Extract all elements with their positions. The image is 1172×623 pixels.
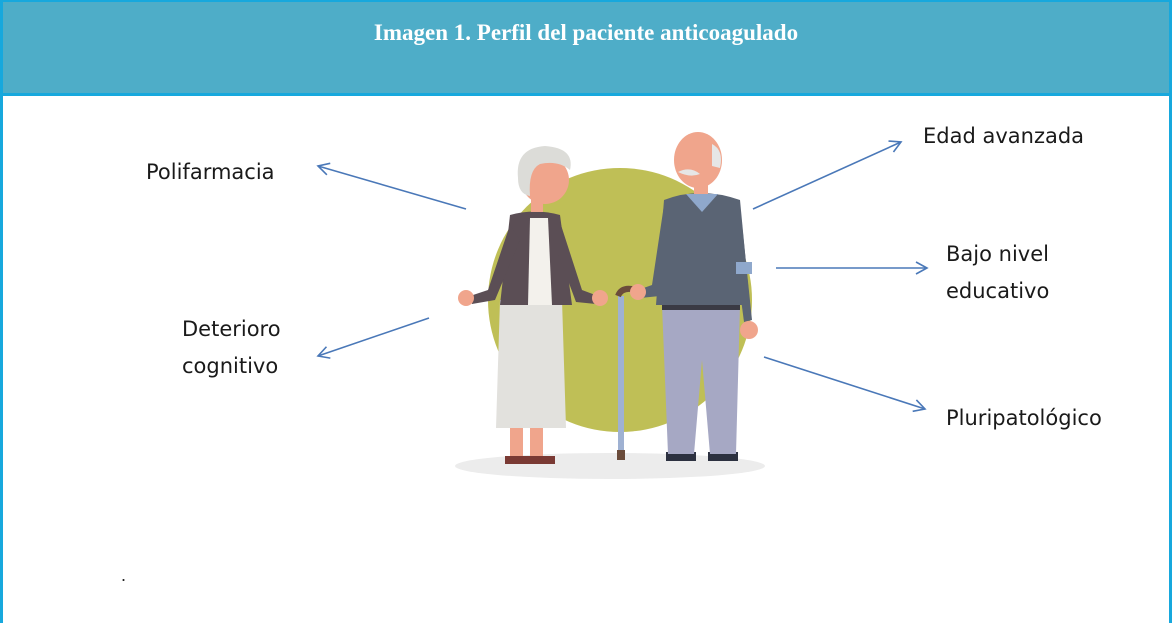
figure-header: Imagen 1. Perfil del paciente anticoagul…	[3, 2, 1169, 96]
footnote-dot: .	[121, 565, 127, 585]
woman-figure	[458, 146, 608, 464]
label-polifarmacia: Polifarmacia	[146, 160, 275, 184]
label-deterioro-line2: cognitivo	[182, 354, 279, 378]
figure-title: Imagen 1. Perfil del paciente anticoagul…	[373, 20, 799, 45]
label-bajo-line2: educativo	[946, 279, 1050, 303]
label-pluripatologico: Pluripatológico	[946, 406, 1102, 430]
arrow-polifarmacia	[316, 162, 467, 210]
arrow-edad-avanzada	[752, 140, 903, 210]
elderly-couple-illustration	[455, 132, 765, 479]
arrows	[316, 140, 929, 413]
label-bajo-nivel-educativo: Bajo nivel educativo	[946, 236, 1049, 310]
label-bajo-line1: Bajo nivel	[946, 242, 1049, 266]
label-edad-avanzada: Edad avanzada	[923, 124, 1085, 148]
label-deterioro-cognitivo: Deterioro cognitivo	[182, 311, 281, 385]
man-figure	[630, 132, 758, 461]
arrow-deterioro-cognitivo	[316, 317, 430, 359]
arrow-pluripatologico	[763, 356, 927, 413]
label-deterioro-line1: Deterioro	[182, 317, 281, 341]
